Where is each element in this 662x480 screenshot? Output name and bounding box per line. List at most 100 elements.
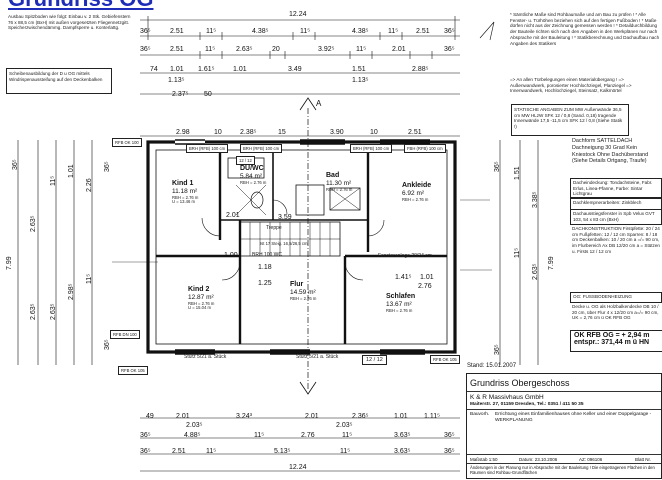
dim-value: 36⁵ [140, 448, 151, 455]
label-sturz-right: Sturz 5/21 a. Stück [296, 354, 339, 360]
room-area: 11.18 m² [172, 188, 198, 196]
room-area: 13.67 m² [386, 301, 412, 309]
dim-value: 3.92⁵ [318, 46, 335, 53]
dim-value: 2.03⁵ [186, 422, 203, 429]
room-details: RBH = 2.76 m U = 15.04 m [188, 300, 215, 311]
dim-value: 2.63⁵ [236, 46, 253, 53]
dim-value: 2.63⁵ [30, 303, 37, 320]
dim-value: 11⁵ [356, 46, 367, 53]
room-name: Flur [290, 281, 304, 288]
room-name: Schlafen [386, 293, 416, 300]
room-area: 5.84 m² [240, 173, 263, 181]
dim-value: 11⁵ [206, 28, 217, 35]
dim-value: 10 [370, 129, 378, 136]
label-sturz-left: Sturz 5/21 a. Stück [184, 354, 227, 360]
dim-value: 3.24³ [236, 413, 252, 420]
dim-value: 11⁵ [514, 247, 521, 258]
note-general-list: * Sämtliche Maße sind Rohbaumaße und am … [510, 12, 660, 46]
note-spitzboden: Ausbau Spitzboden wie folgt: Einbau v. 2… [6, 12, 134, 50]
dim-value: 36⁵ [444, 28, 455, 35]
height-box: OK RFB OG = + 2,94 m entspr.: 371,44 m ü… [570, 330, 662, 352]
dim-value: 20 [272, 46, 280, 53]
note-ceiling: Decke u. OG als Holzbalkendecke DB 10 / … [572, 304, 659, 321]
dim-value: 11⁵ [206, 448, 217, 455]
label-brh-kind1: BRH (RFB) 100 cm [186, 144, 229, 153]
label-rfb-top: RFB OK 100 [112, 138, 142, 147]
dim-value: 11⁵ [340, 448, 351, 455]
room-bad: Bad 11.30 m² RBH = 2.76 m [326, 172, 352, 192]
label-stair: Treppe [266, 225, 282, 231]
label-fbh-ankleide: FBH (RFB) 100 cm [404, 144, 446, 153]
note-roof-construction: DACHKONSTRUKTION Firstpfette: 20 / 24 cm… [572, 226, 660, 254]
note-wall-list: => An allen Türbelegungen einen Material… [510, 77, 632, 94]
dim-value: 3.38⁵ [532, 191, 539, 208]
label-stair-steps: Ist 17 Steig. 16,5/26,5 cm [260, 241, 308, 246]
dim-value: 1.01 [233, 66, 247, 73]
note-roof-window: Dachausstiegsfenster in Spb Velux GVT 10… [570, 209, 662, 225]
dim-stair-offset: 1.18 [258, 264, 272, 271]
dim-value: 36⁵ [12, 159, 19, 170]
project-description: Errichtung eines Einfamilienhauses ohne … [495, 412, 652, 423]
label-brh-wc: BRH (RFB) 100 cm [240, 144, 283, 153]
label-post-size: 12 / 12 [362, 355, 387, 365]
room-area: 11.30 m² [326, 180, 352, 188]
height-og: OK RFB OG = + 2,94 m [574, 332, 650, 339]
dim-value: 2.88⁵ [412, 66, 429, 73]
dim-door-6: 1.01 [420, 274, 434, 281]
room-kind-2: Kind 2 12.87 m² RBH = 2.76 m U = 15.04 m [188, 286, 214, 311]
dim-value: 1.51 [352, 66, 366, 73]
room-name: Kind 1 [172, 180, 194, 187]
page-heading-text: Grundriss OG [8, 0, 153, 10]
dim-value: 15 [278, 129, 286, 136]
dim-value: 50 [204, 91, 212, 98]
room-details: RBH = 2.76 m [326, 186, 353, 192]
dim-value: 2.01 [392, 46, 406, 53]
dim-value: 2.51 [408, 129, 422, 136]
room-name: Kind 2 [188, 286, 210, 293]
company-name: K & R Massivhaus GmbH [470, 394, 544, 401]
label-brh-bad: BRH (RFB) 100 cm [350, 144, 393, 153]
drawing-title: Grundriss Obergeschoss [470, 378, 570, 388]
room-schlafen: Schlafen 13.67 m² RBH = 2.76 m [386, 293, 415, 313]
company-address: Maiterstr. 27, 01159 Dresden, Tel.: 0351… [470, 402, 584, 407]
dim-door-4: 1.41⁵ [395, 274, 412, 281]
room-name: Bad [326, 172, 340, 179]
dim-value: 36⁵ [444, 448, 455, 455]
label-brh-wc-lower: BRH 100 WC [252, 252, 283, 258]
dim-stair-width: 3.59 [278, 214, 292, 221]
dim-value: 4.88⁵ [184, 432, 201, 439]
label-rfb-dn: RFB DN 100 [110, 330, 140, 339]
label-rfb-og: RFB OK 105 [430, 355, 460, 364]
room-details: RBH = 2.76 m U = 13.46 m [172, 194, 199, 205]
dim-value: 2.98 [176, 129, 190, 136]
dim-value: 2.63⁵ [532, 263, 539, 280]
dim-value: 74 [150, 66, 158, 73]
note-roof-form: Dachform SATTELDACH Dachneigung 30 Grad … [572, 138, 649, 165]
dim-value: 11⁵ [342, 432, 353, 439]
room-area: 6.92 m² [402, 190, 425, 198]
dim-value: 2.51 [416, 28, 430, 35]
dim-value: 36⁵ [140, 46, 151, 53]
dim-value: 5.13⁵ [274, 448, 291, 455]
room-details: RBH = 2.76 m [386, 307, 413, 313]
dim-value: 36⁵ [104, 339, 111, 350]
dim-value: 2.03⁵ [336, 422, 353, 429]
dim-door-3: 1.25 [258, 280, 272, 287]
dim-value: 1.61⁵ [198, 66, 215, 73]
note-floor-heating: OG: FUSSBODENHEIZUNG [570, 292, 662, 303]
dim-value: 2.51 [170, 46, 184, 53]
dim-value: 4.38⁵ [252, 28, 269, 35]
dim-value: 1.13⁵ [168, 77, 185, 84]
dim-value: 4.38⁵ [352, 28, 369, 35]
dim-value: 2.26 [86, 178, 93, 192]
dim-value: 2.98⁵ [68, 283, 75, 300]
project-label: Bauvorh. [470, 412, 490, 417]
dim-value: 36⁵ [104, 161, 111, 172]
dim-value: 2.38⁵ [240, 129, 257, 136]
dim-value: 11⁵ [254, 432, 265, 439]
reference: AZ: 096106 [579, 457, 603, 462]
dim-door-5: 2.76 [418, 283, 432, 290]
dim-value: 3.63⁵ [394, 448, 411, 455]
room-name: Ankleide [402, 182, 432, 189]
dim-value: 36⁵ [140, 28, 151, 35]
